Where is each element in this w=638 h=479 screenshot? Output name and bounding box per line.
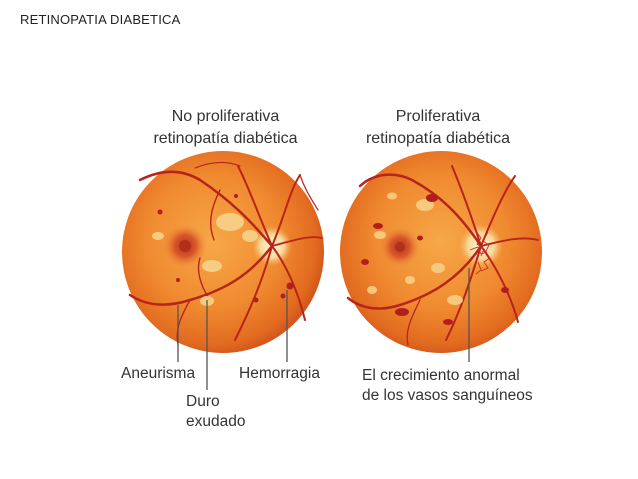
leader-lines <box>177 268 470 390</box>
caption-proliferative: Proliferativa retinopatía diabética <box>332 106 544 150</box>
label-crecimiento-line2: de los vasos sanguíneos <box>362 387 533 404</box>
label-aneurisma: Aneurisma <box>121 365 196 382</box>
label-crecimiento-line1: El crecimiento anormal <box>362 367 520 384</box>
page-title: RETINOPATIA DIABETICA <box>20 12 181 27</box>
caption-left-line1: No proliferativa <box>171 108 280 125</box>
hemorrhages-right <box>361 194 509 325</box>
hard-exudates-left <box>152 213 258 306</box>
retina-right <box>340 151 542 353</box>
label-duro-exudado: Duro exudado <box>186 392 245 432</box>
label-hemorragia: Hemorragia <box>239 365 320 382</box>
caption-right-line2: retinopatía diabética <box>365 130 511 147</box>
caption-left-line2: retinopatía diabética <box>153 130 298 147</box>
label-duro-line2: exudado <box>186 413 246 430</box>
caption-right-line1: Proliferativa <box>395 108 481 125</box>
exudates-right <box>367 192 463 305</box>
label-crecimiento-vasos: El crecimiento anormal de los vasos sang… <box>362 366 533 406</box>
label-duro-line1: Duro <box>186 393 220 410</box>
retina-left <box>122 151 324 353</box>
caption-non-proliferative: No proliferativa retinopatía diabética <box>118 106 333 150</box>
neovascularization <box>469 229 491 275</box>
hemorrhages-left <box>157 194 294 303</box>
